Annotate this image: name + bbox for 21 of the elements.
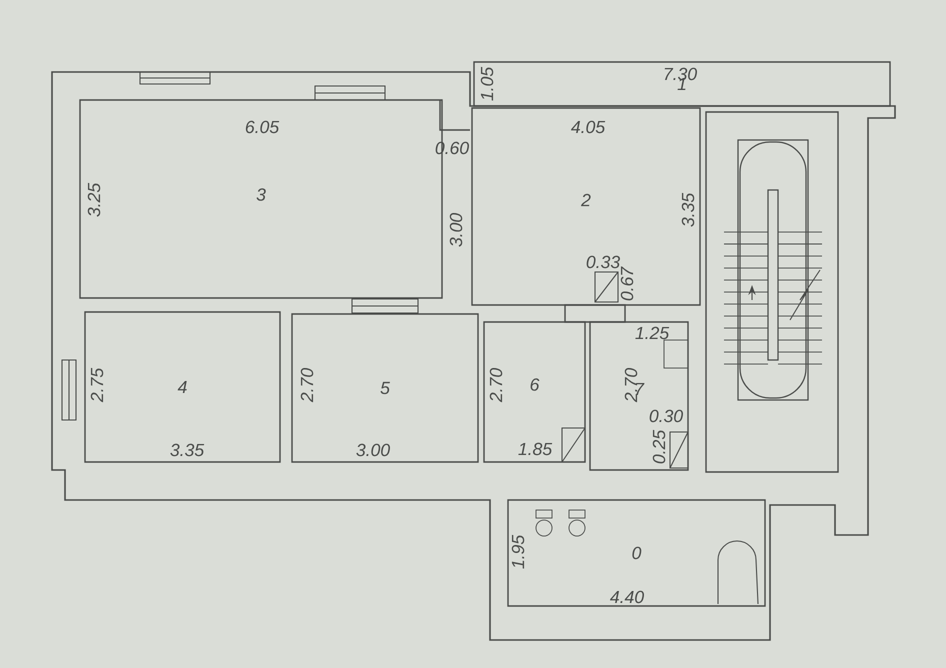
dimension-label: 3.35 [682, 192, 694, 227]
dimension-label: 3.00 [356, 444, 390, 456]
dimension-label: 1.05 [480, 66, 494, 101]
dimension-label: 7.30 [664, 68, 697, 80]
dimension-label: 2.70 [300, 368, 314, 402]
dimension-label: 1.85 [518, 442, 552, 456]
dimension-label: 3.00 [450, 213, 462, 247]
dimension-label: 3.25 [88, 182, 100, 217]
dimension-label: 6.05 [246, 120, 280, 134]
dimension-label: 0.33 [586, 256, 620, 268]
dimension-label: 1.25 [635, 326, 670, 340]
dimension-label: 4.05 [571, 120, 606, 134]
dimension-label: 2.70 [490, 368, 502, 402]
dimension-label: 1.95 [512, 534, 524, 569]
dimension-label: 2.75 [90, 368, 104, 402]
dimension-label: 0.67 [620, 266, 634, 300]
dimension-label: 2.70 [624, 368, 638, 402]
dimension-label: 3.35 [170, 444, 204, 456]
dimension-label: 0.30 [650, 410, 683, 422]
dimension-label: 0.25 [652, 430, 666, 464]
dimension-label: 4.40 [610, 590, 644, 604]
